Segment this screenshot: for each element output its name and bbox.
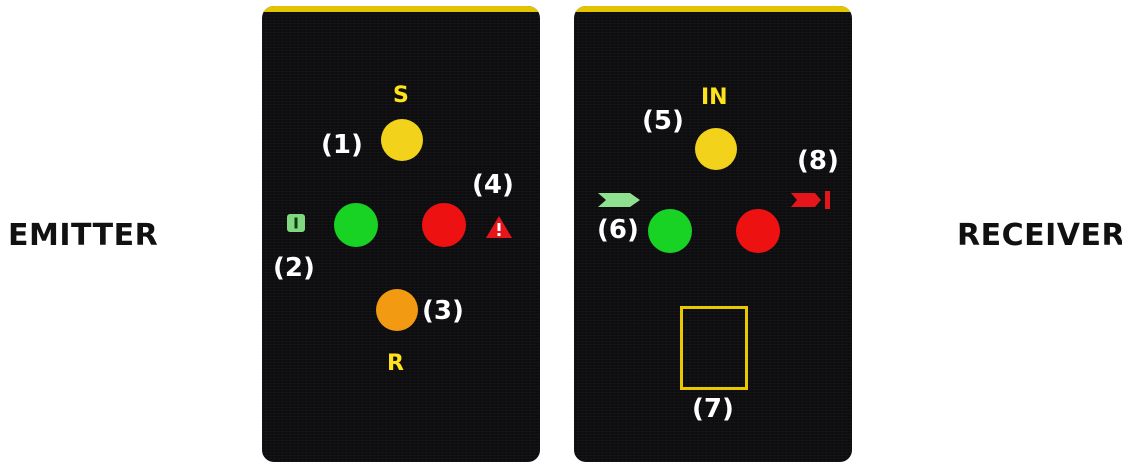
callout-2: (2) — [273, 253, 315, 283]
s-label: S — [393, 83, 409, 108]
in-led-yellow — [695, 128, 737, 170]
r-label: R — [387, 351, 404, 376]
s-led-yellow — [381, 119, 423, 161]
callout-8: (8) — [797, 146, 839, 176]
r-led-orange — [376, 289, 418, 331]
emitter-label: EMITTER — [8, 218, 159, 253]
callout-4: (4) — [472, 170, 514, 200]
callout-7: (7) — [692, 394, 734, 424]
callout-6: (6) — [597, 215, 639, 245]
warning-triangle-icon — [484, 214, 514, 240]
emitter-panel: S (1) (4) (2) (3) R — [262, 6, 540, 462]
receiver-label: RECEIVER — [957, 218, 1122, 253]
receiver-window-frame — [680, 306, 748, 390]
callout-5: (5) — [642, 106, 684, 136]
beam-blocked-icon — [789, 189, 835, 211]
receiver-top-stripe — [574, 6, 852, 12]
power-on-icon — [286, 213, 306, 233]
in-label: IN — [701, 85, 728, 110]
green-led — [334, 203, 378, 247]
emitter-top-stripe — [262, 6, 540, 12]
receiver-panel: IN (5) (8) (6) (7) — [574, 6, 852, 462]
callout-3: (3) — [422, 296, 464, 326]
green-led — [648, 209, 692, 253]
callout-1: (1) — [321, 130, 363, 160]
right-arrow-icon — [596, 190, 642, 210]
red-led — [736, 209, 780, 253]
red-led — [422, 203, 466, 247]
